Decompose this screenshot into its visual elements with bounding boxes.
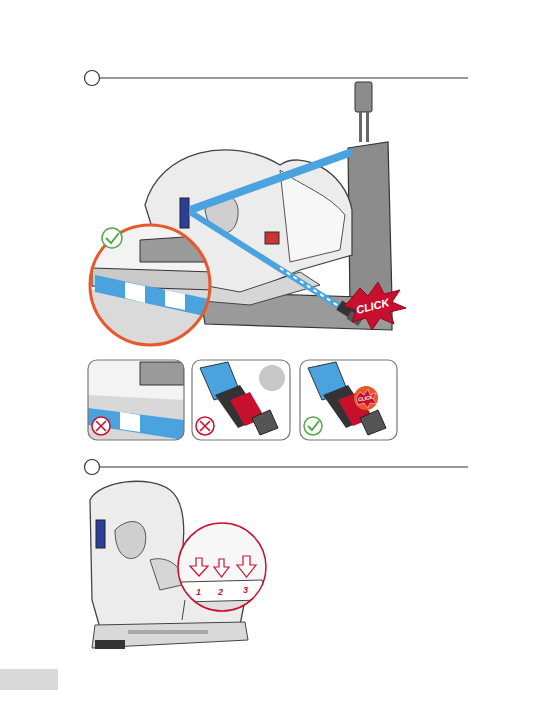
position-number: 3 [243,586,248,595]
position-number: 1 [196,588,201,597]
position-number: 2 [218,588,223,597]
